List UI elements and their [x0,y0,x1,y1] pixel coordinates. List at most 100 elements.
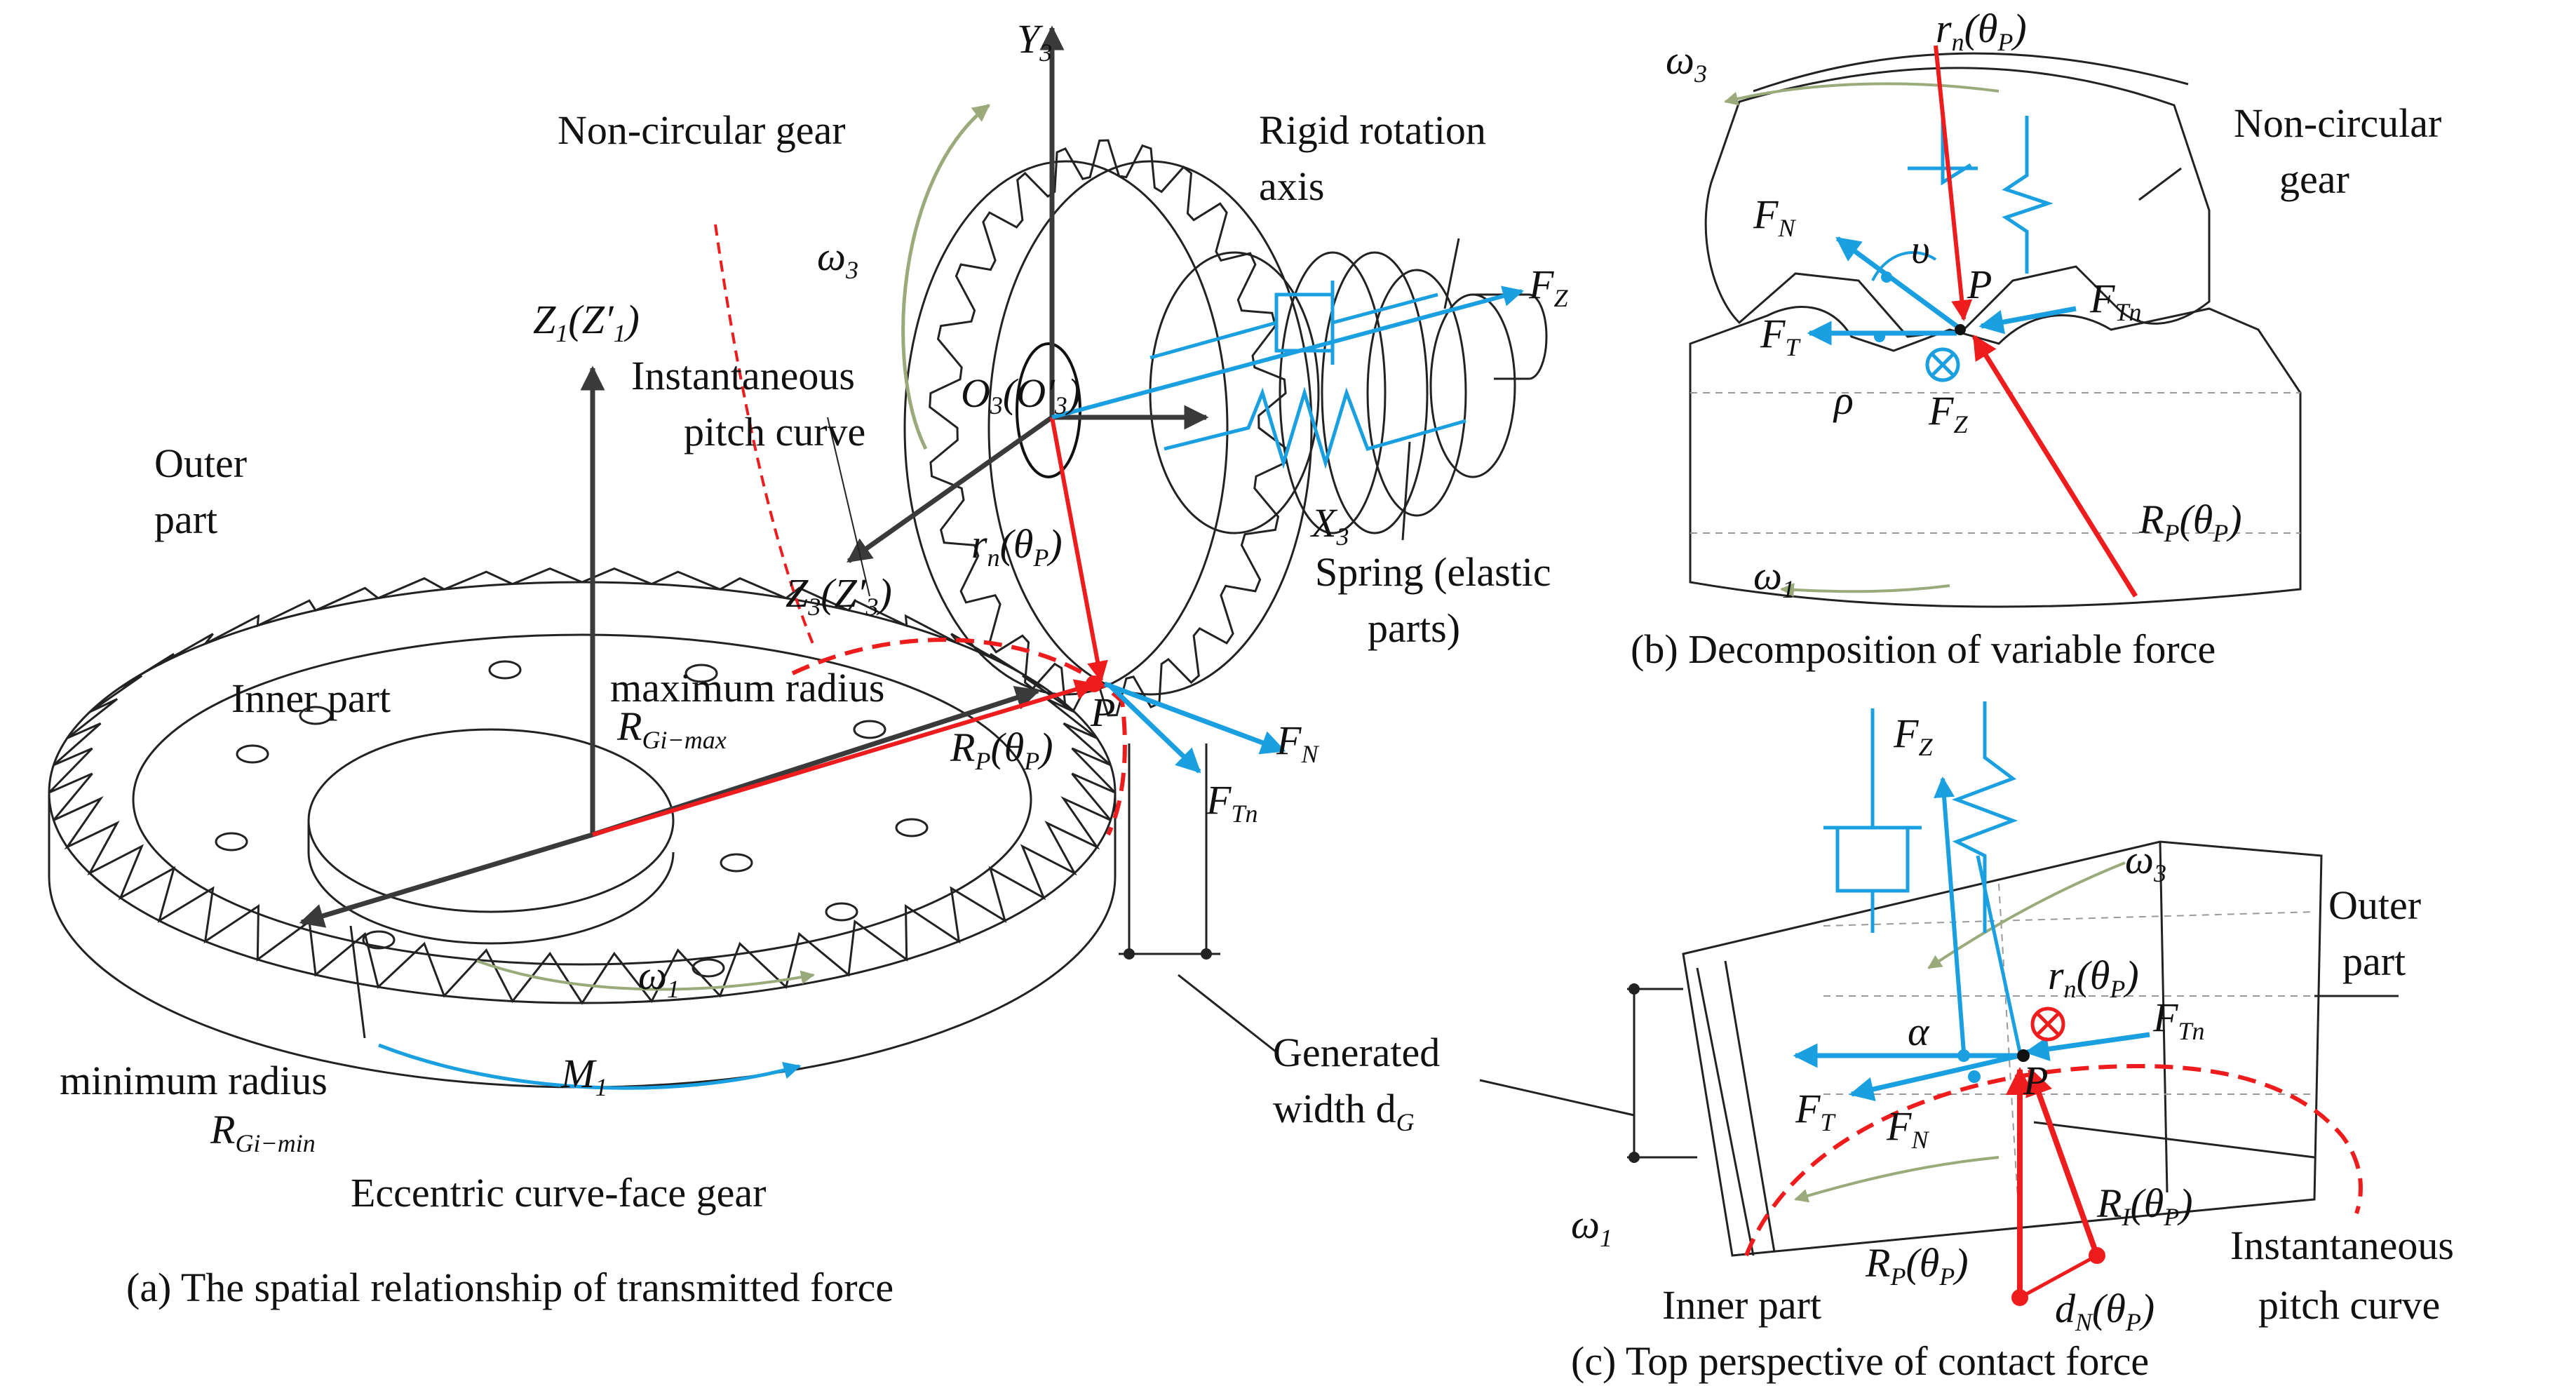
rp-arrow-b [1972,335,2138,598]
label-p-a: P [1090,689,1115,735]
dn-line-c [2018,1253,2098,1300]
m1-arc [378,1043,802,1090]
fn-arrow [1103,681,1286,755]
fn-arrow-b [1835,236,1959,328]
label-generated-width-1: Generated [1273,1030,1440,1075]
rp-arrow [592,679,1096,837]
panel-c: FZ ω3 Outer part rn(θP) FTn α P FT FN RI… [1479,701,2454,1384]
label-rp-b: RP(θP) [2138,497,2242,547]
ftn-arrow-c [2024,1032,2150,1061]
damper-symbol [1149,281,1438,365]
dot-c1 [1957,1049,1970,1062]
caption-c: (c) Top perspective of contact force [1571,1338,2149,1384]
damper-symbol-c [1823,708,1922,933]
label-outer-part-c-1: Outer [2328,882,2421,928]
leader-pitch [827,417,870,597]
caption-b: (b) Decomposition of variable force [1631,626,2216,672]
pitch-curve-line [714,224,815,646]
spring-symbol-c [1951,701,2018,933]
ri-arrow-c [2025,1067,2100,1257]
label-fz-c: FZ [1893,711,1933,761]
label-pitch-curve-2: pitch curve [684,409,865,455]
fz-cross-symbol-b [1925,347,1960,382]
upsilon-arc [1871,251,1937,281]
label-y3: Y3 [1017,16,1052,67]
label-rp-a: RP(θP) [950,725,1053,775]
fz-cross-b [1931,353,1955,377]
contact-point-b [1955,324,1966,335]
label-p-b: P [1967,262,1992,307]
fz-arrow [1051,285,1524,419]
ftn-arrow [1106,682,1201,774]
dot-c2 [1968,1070,1981,1083]
panel-b-gear-drawing [1689,52,2302,608]
label-p-c: P [2023,1058,2048,1103]
rn-arrow [1050,417,1108,682]
label-fz-a: FZ [1528,262,1568,312]
dot-b2 [1874,331,1885,342]
label-omega1-c: ω1 [1571,1202,1612,1252]
label-pitch-curve-1: Instantaneous [631,353,855,398]
label-omega1-b: ω1 [1753,553,1795,603]
rn-cross-c [2036,1012,2060,1036]
non-circular-gear-drawing [903,139,1548,717]
label-eccentric-gear: Eccentric curve-face gear [351,1170,766,1216]
panel-b: rn(θP) ω3 Non-circular gear FN υ P FTn F… [1631,6,2441,672]
omega1-arc-b [1780,583,1950,597]
width-dimension [1119,743,1277,1054]
rn-arrow-b [1934,45,1973,321]
panel-a: Non-circular gear Rigid rotation axis In… [48,16,1568,1310]
label-omega3-b: ω3 [1666,37,1707,88]
eccentric-face-gear-drawing [48,567,1117,1089]
label-alpha: α [1908,1009,1930,1054]
label-rho: ρ [1833,377,1854,423]
label-ftn-a: FTn [1206,777,1257,828]
omega3-arc [901,104,990,450]
label-spring-2: parts) [1368,605,1460,651]
pitch-curve-c [1744,1063,2363,1257]
label-omega3-c: ω3 [2125,837,2166,887]
label-inner-part-c: Inner part [1662,1282,1821,1328]
label-rgimax: RGi−max [616,704,727,754]
label-inner-part: Inner part [231,675,391,721]
rn-cross-symbol-c [2030,1007,2065,1042]
label-x3: X3 [1310,500,1349,551]
min-radius-arrow [299,832,594,928]
label-omega3-a: ω3 [817,234,858,284]
label-non-circular-gear: Non-circular gear [558,107,846,153]
contact-point [1086,675,1102,692]
dot-c3 [2011,1289,2028,1306]
panel-c-gear-drawing [1682,840,2399,1257]
label-dn-c: dN(θP) [2055,1286,2154,1336]
damper-symbol-b [1908,112,1978,186]
leader-min-radius [349,925,366,1039]
label-outer-part-1: Outer [154,440,247,486]
label-rigid-axis-1: Rigid rotation [1259,107,1486,153]
leader-axis [1443,238,1460,309]
leader-gear-b [2138,167,2182,201]
label-ftn-b: FTn [2089,276,2141,326]
label-z3: Z3(Z′3) [785,570,892,621]
omega1-arc-c [1794,1156,2000,1203]
caption-a: (a) The spatial relationship of transmit… [126,1265,893,1310]
label-outer-part-2: part [154,497,217,542]
ftn-arrow-b [1978,306,2077,335]
dot-c4 [2089,1247,2105,1264]
omega1-arc [476,960,815,991]
z3-axis [847,415,1054,563]
fz-arrow-c [1934,776,1966,1053]
label-minimum-radius: minimum radius [60,1058,328,1103]
fz-line-c [1976,855,2022,1053]
omega3-arc-b [1724,82,2000,106]
label-generated-width-2: width dG [1273,1086,1415,1136]
label-rn-b: rn(θP) [1936,6,2027,56]
dot-b1 [1881,271,1892,283]
label-fn-a: FN [1276,718,1319,768]
spring-symbol-b [2002,116,2054,274]
contact-point-c [2017,1049,2030,1062]
label-ftn-c: FTn [2152,995,2204,1045]
label-pitch-curve-c-1: Instantaneous [2230,1223,2454,1268]
label-rn-a: rn(θP) [971,521,1063,572]
label-rigid-axis-2: axis [1259,163,1324,209]
